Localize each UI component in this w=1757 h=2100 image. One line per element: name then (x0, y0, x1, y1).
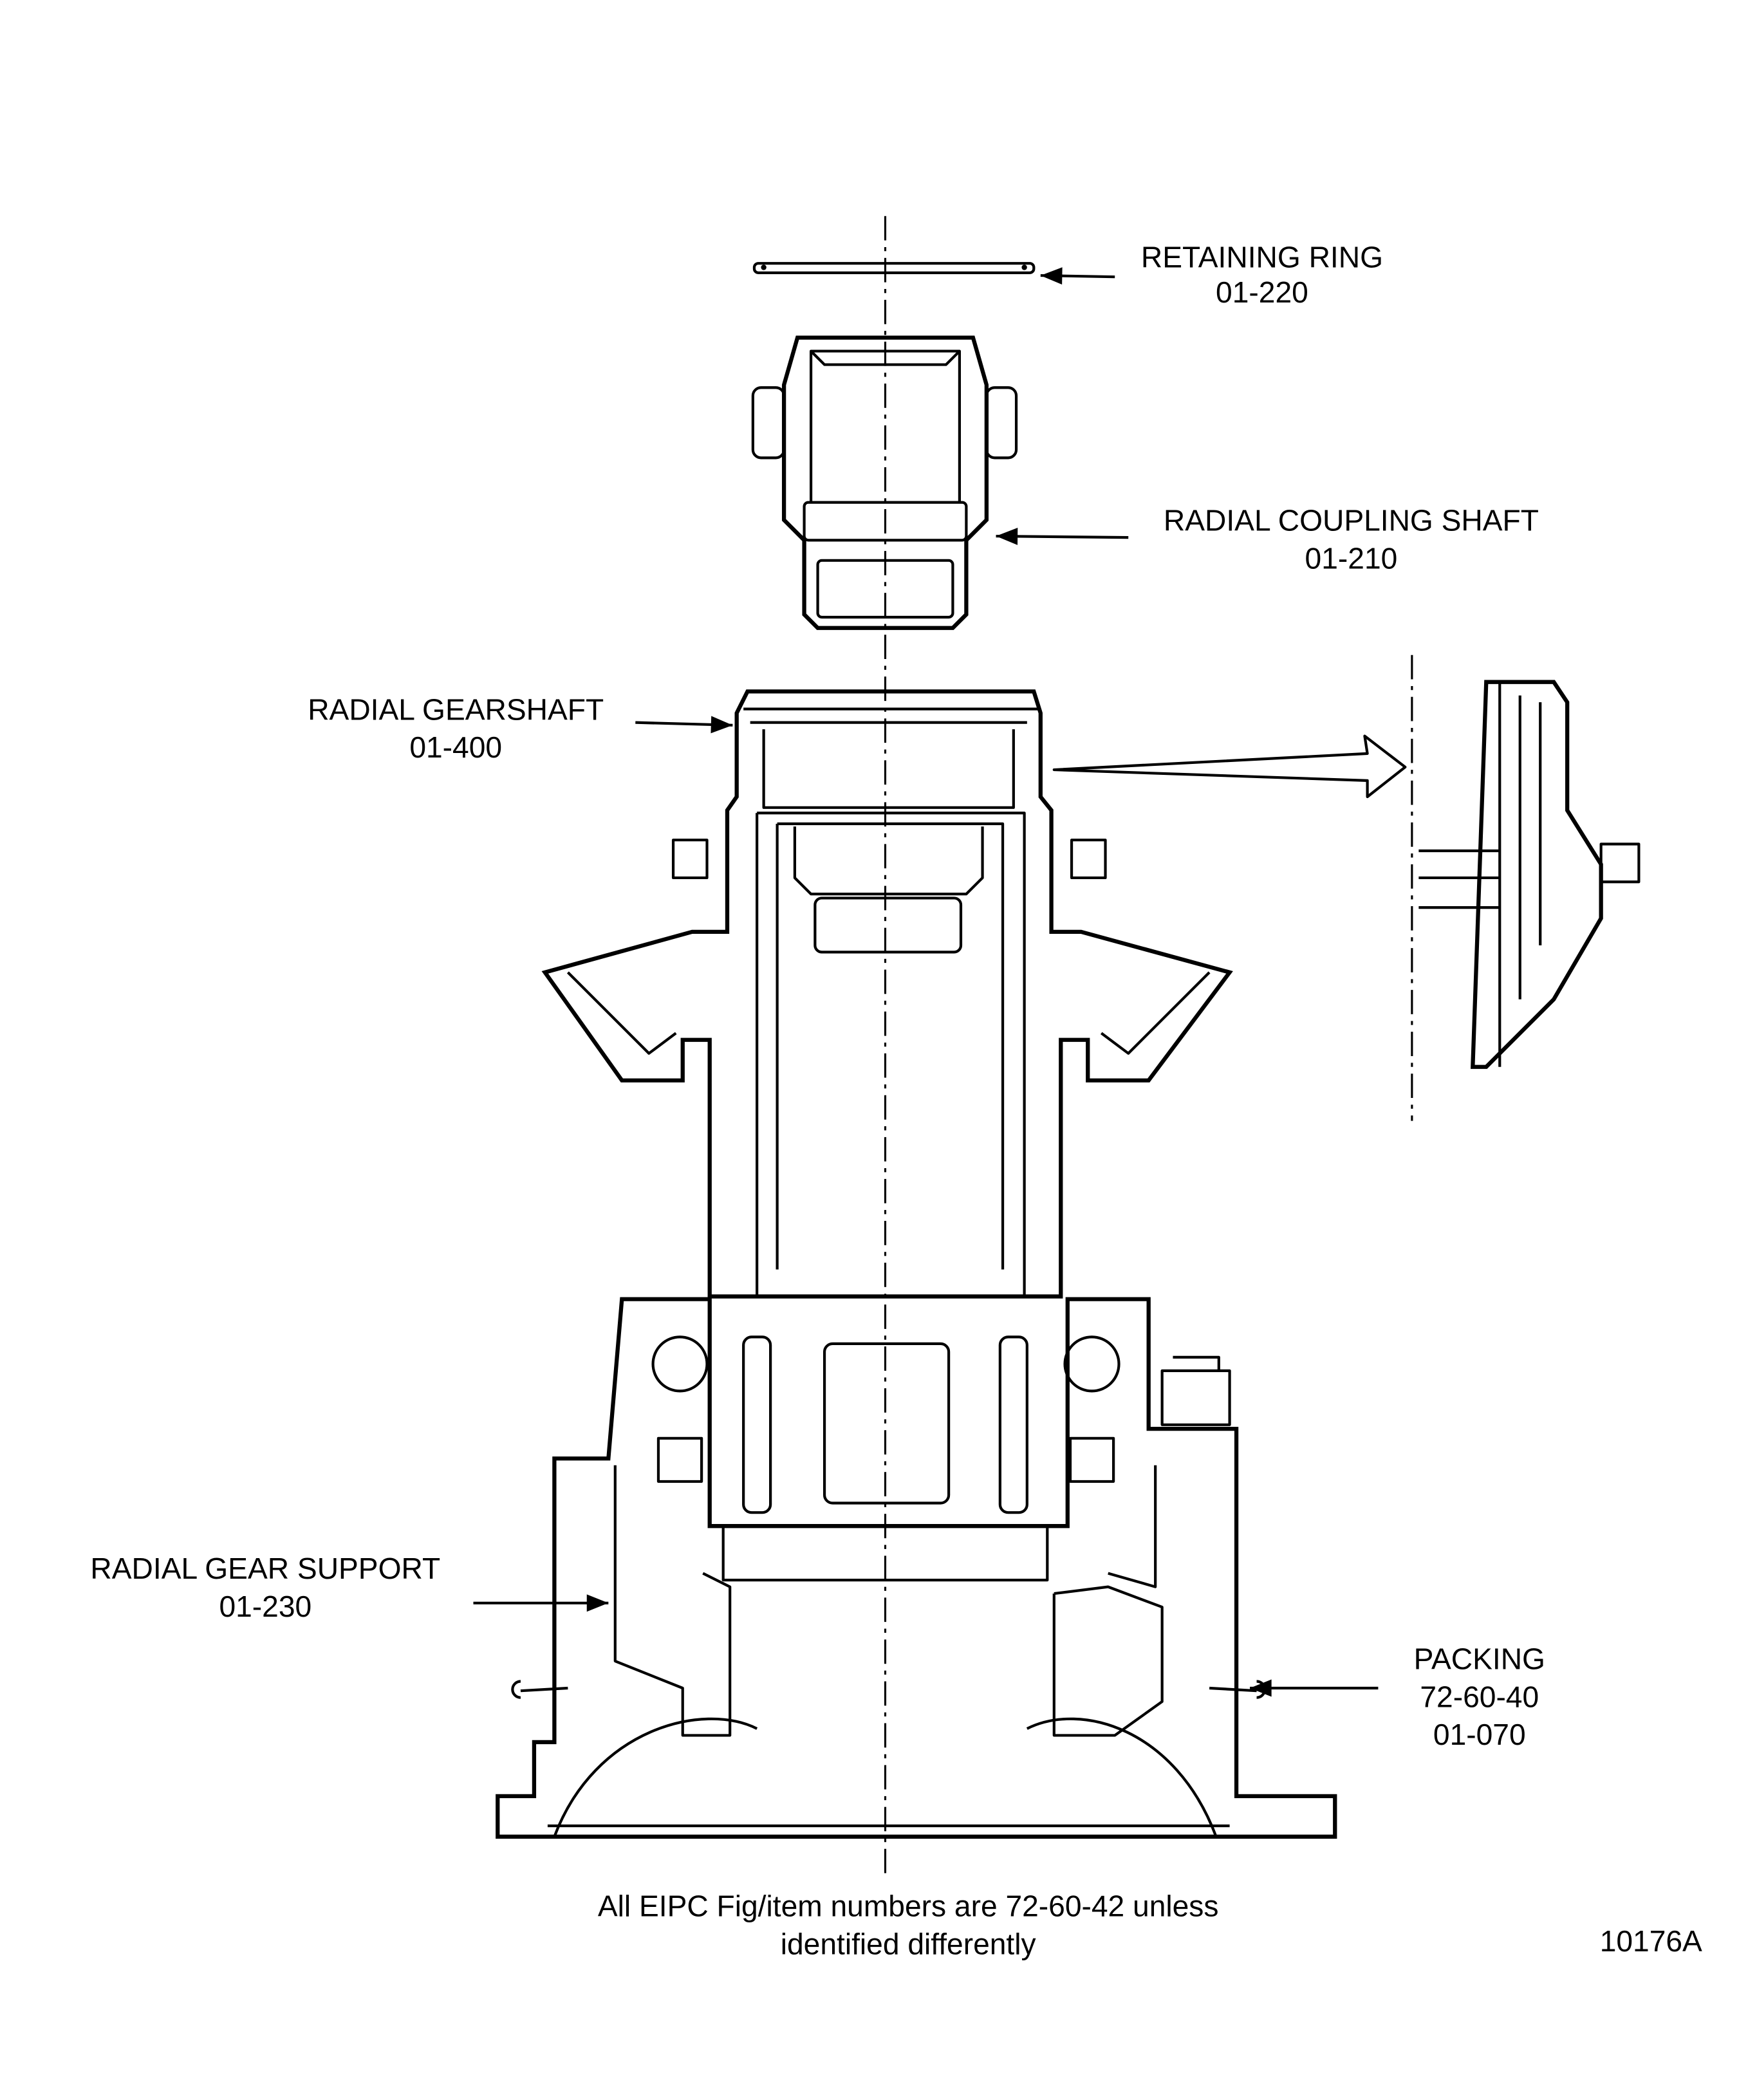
gear-support-number: 01-230 (219, 1590, 311, 1623)
detail-inset (1052, 655, 1641, 1121)
gearshaft-number: 01-400 (409, 730, 502, 764)
retaining-ring-part (752, 262, 1036, 274)
packing-number-2: 01-070 (1433, 1718, 1526, 1751)
gear-support-label: RADIAL GEAR SUPPORT (90, 1552, 440, 1585)
figure-id: 10176A (1600, 1924, 1702, 1958)
packing-number-1: 72-60-40 (1420, 1680, 1539, 1713)
coupling-shaft-label: RADIAL COUPLING SHAFT (1164, 504, 1539, 537)
gearshaft-label: RADIAL GEARSHAFT (308, 692, 604, 726)
note-line-1: All EIPC Fig/item numbers are 72-60-42 u… (598, 1890, 1219, 1923)
packing-label: PACKING (1414, 1642, 1545, 1676)
radial-gearshaft-part (541, 689, 1233, 1299)
coupling-shaft-leader (996, 527, 1129, 545)
retaining-ring-number: 01-220 (1216, 275, 1308, 309)
retaining-ring-label: RETAINING RING (1141, 240, 1383, 274)
retaining-ring-leader (1040, 267, 1115, 285)
radial-coupling-shaft-part (751, 335, 1018, 630)
gearshaft-leader (635, 716, 733, 734)
radial-gear-support-part (496, 1297, 1337, 1839)
note-line-2: identified differently (781, 1927, 1036, 1960)
coupling-shaft-number: 01-210 (1305, 541, 1398, 575)
